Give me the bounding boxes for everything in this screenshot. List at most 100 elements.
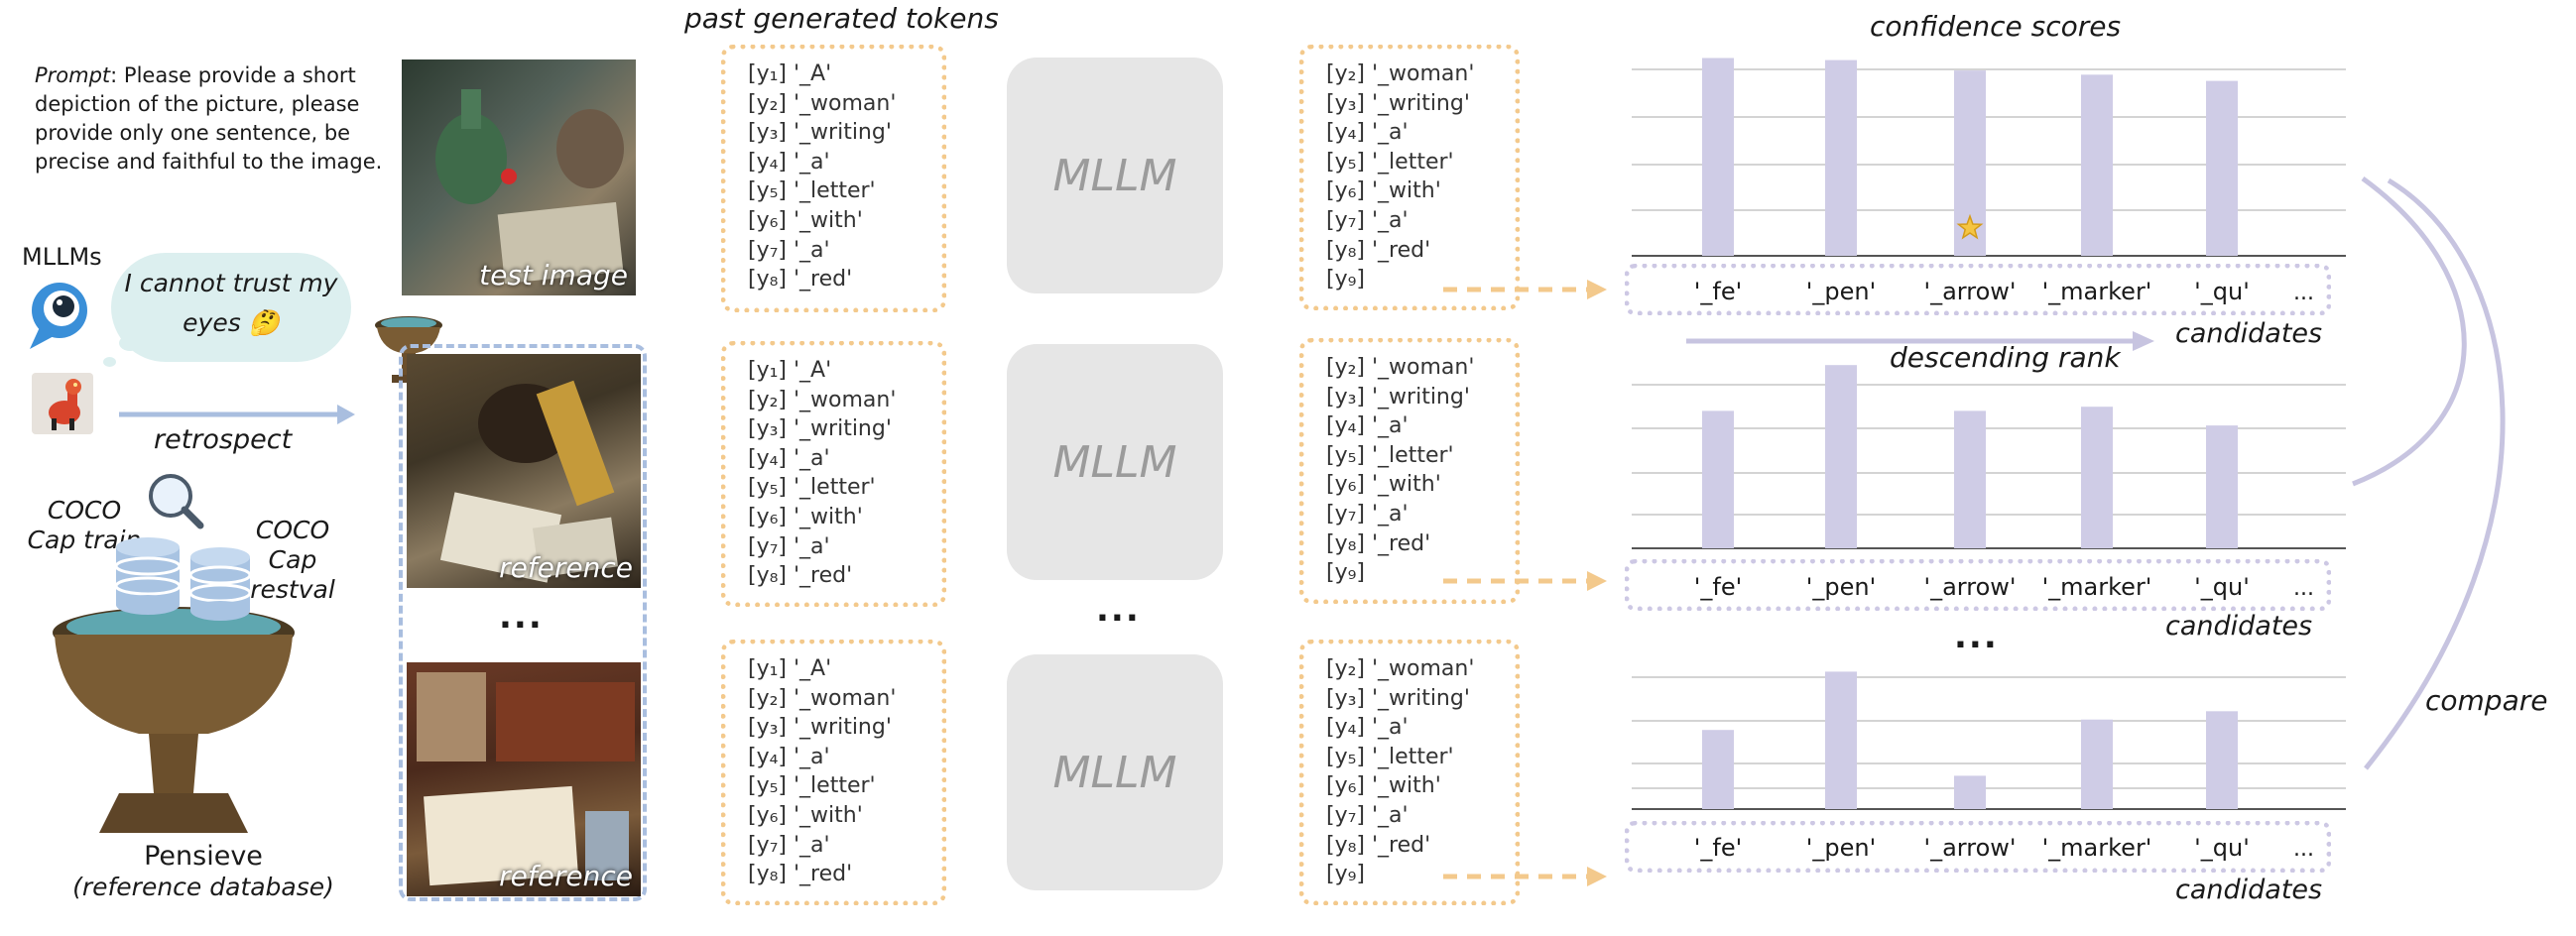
- token-line: [y₇] '_a': [748, 832, 830, 858]
- bar: [2081, 719, 2113, 809]
- llama-icon: [32, 373, 93, 434]
- bar: [1702, 730, 1734, 809]
- past-tokens-box: [y₁] '_A' [y₂] '_woman' [y₃] '_writing' …: [721, 341, 946, 607]
- token-line: [y₂] '_woman': [1326, 61, 1475, 86]
- token-line: [y₂] '_woman': [1326, 355, 1475, 380]
- candidate-token: '_arrow': [1924, 278, 2017, 305]
- token-line: [y₈] '_red': [1326, 530, 1431, 556]
- candidate-ellipsis: ...: [2293, 576, 2314, 601]
- token-line: [y₇] '_a': [1326, 207, 1409, 233]
- token-line: [y₈] '_red': [748, 563, 853, 589]
- token-line: [y₃] '_writing': [748, 120, 892, 146]
- test-image-caption: test image: [479, 259, 628, 292]
- token-line: [y₃] '_writing': [1326, 384, 1470, 410]
- token-line: [y₁] '_A': [748, 61, 832, 86]
- token-line: [y₃] '_writing': [748, 416, 892, 442]
- candidates-label: candidates: [2165, 611, 2313, 642]
- candidate-token: '_marker': [2042, 573, 2152, 601]
- charts-ellipsis: ...: [1954, 617, 1999, 656]
- shifted-tokens-box: [y₂] '_woman' [y₃] '_writing' [y₄] '_a' …: [1299, 640, 1520, 905]
- past-tokens-box: [y₁] '_A' [y₂] '_woman' [y₃] '_writing' …: [721, 45, 946, 312]
- token-line: [y₂] '_woman': [748, 90, 897, 116]
- bar: [2206, 80, 2238, 256]
- token-line: [y₅] '_letter': [1326, 149, 1454, 175]
- bar: [1702, 58, 1734, 256]
- coco-restval-text: COCO Cap restval: [250, 516, 335, 604]
- token-line: [y₆] '_with': [1326, 178, 1441, 204]
- reference-image-caption: reference: [499, 860, 633, 892]
- token-line: [y₅] '_letter': [748, 773, 876, 799]
- mllm-ellipsis: ...: [1096, 590, 1141, 630]
- reference-image: reference: [407, 354, 641, 588]
- dashed-arrowhead: [1587, 280, 1607, 299]
- past-tokens-box: [y₁] '_A' [y₂] '_woman' [y₃] '_writing' …: [721, 640, 946, 905]
- compare-arc: [2364, 177, 2506, 770]
- token-line: [y₄] '_a': [1326, 120, 1409, 146]
- token-line: [y₁] '_A': [748, 656, 832, 681]
- candidate-token: '_arrow': [1924, 834, 2017, 862]
- token-line: [y₉]: [1326, 862, 1366, 887]
- token-line: [y₄] '_a': [1326, 413, 1409, 439]
- candidates-label: candidates: [2175, 318, 2323, 349]
- candidate-token: '_pen': [1806, 573, 1876, 601]
- bar: [2081, 407, 2113, 548]
- speech-bubble: [111, 253, 351, 362]
- descending-rank-label: descending rank: [1890, 341, 2121, 374]
- candidate-token: '_marker': [2042, 278, 2152, 305]
- mllm-block: MLLM: [1007, 654, 1223, 890]
- mllm-block: MLLM: [1007, 344, 1223, 580]
- token-line: [y₅] '_letter': [1326, 442, 1454, 468]
- token-line: [y₈] '_red': [748, 267, 853, 292]
- candidates-label: candidates: [2175, 875, 2323, 905]
- candidate-token: '_fe': [1694, 834, 1742, 862]
- token-line: [y₆] '_with': [748, 504, 863, 529]
- token-line: [y₇] '_a': [748, 237, 830, 263]
- shifted-tokens-box: [y₂] '_woman' [y₃] '_writing' [y₄] '_a' …: [1299, 338, 1520, 604]
- shifted-tokens-box: [y₂] '_woman' [y₃] '_writing' [y₄] '_a' …: [1299, 45, 1520, 310]
- token-line: [y₆] '_with': [748, 207, 863, 233]
- bar: [2206, 425, 2238, 548]
- pensieve-label: Pensieve: [144, 841, 263, 872]
- prompt-body: : Please provide a short depiction of th…: [35, 63, 383, 174]
- candidate-ellipsis: ...: [2293, 281, 2314, 305]
- token-line: [y₈] '_red': [748, 862, 853, 887]
- star-icon: [1956, 213, 1984, 240]
- token-line: [y₄] '_a': [748, 744, 830, 769]
- bar: [1825, 671, 1857, 809]
- bar: [1825, 59, 1857, 256]
- past-tokens-title: past generated tokens: [684, 2, 999, 35]
- bar: [2206, 711, 2238, 809]
- bar: [1954, 410, 1986, 548]
- candidate-token: '_pen': [1806, 278, 1876, 305]
- candidate-token: '_qu': [2194, 573, 2250, 601]
- bar: [2081, 74, 2113, 256]
- bar: [1702, 410, 1734, 548]
- candidate-token: '_marker': [2042, 834, 2152, 862]
- token-line: [y₁] '_A': [748, 358, 832, 383]
- token-line: [y₇] '_a': [1326, 802, 1409, 828]
- token-line: [y₇] '_a': [1326, 501, 1409, 526]
- candidates-box: [1625, 264, 2331, 315]
- token-line: [y₆] '_with': [748, 802, 863, 828]
- confidence-scores-title: confidence scores: [1870, 10, 2122, 43]
- bar: [1954, 775, 1986, 809]
- candidate-token: '_fe': [1694, 278, 1742, 305]
- token-line: [y₉]: [1326, 560, 1366, 586]
- compare-label: compare: [2425, 684, 2548, 717]
- token-line: [y₆] '_with': [1326, 773, 1441, 799]
- bubble-dot: [119, 335, 141, 351]
- reference-image-caption: reference: [499, 551, 633, 584]
- token-line: [y₈] '_red': [1326, 832, 1431, 858]
- candidate-token: '_qu': [2194, 278, 2250, 305]
- prompt-text: Prompt: Please provide a short depiction…: [35, 61, 392, 176]
- bubble-text-content: I cannot trust my eyes: [124, 269, 338, 337]
- candidate-ellipsis: ...: [2293, 837, 2314, 862]
- mllm-block: MLLM: [1007, 58, 1223, 293]
- token-line: [y₃] '_writing': [748, 715, 892, 741]
- pensieve-sublabel: (reference database): [72, 873, 334, 901]
- token-line: [y₃] '_writing': [1326, 90, 1470, 116]
- dashed-arrowhead: [1587, 867, 1607, 886]
- token-line: [y₄] '_a': [748, 445, 830, 471]
- token-line: [y₉]: [1326, 267, 1366, 292]
